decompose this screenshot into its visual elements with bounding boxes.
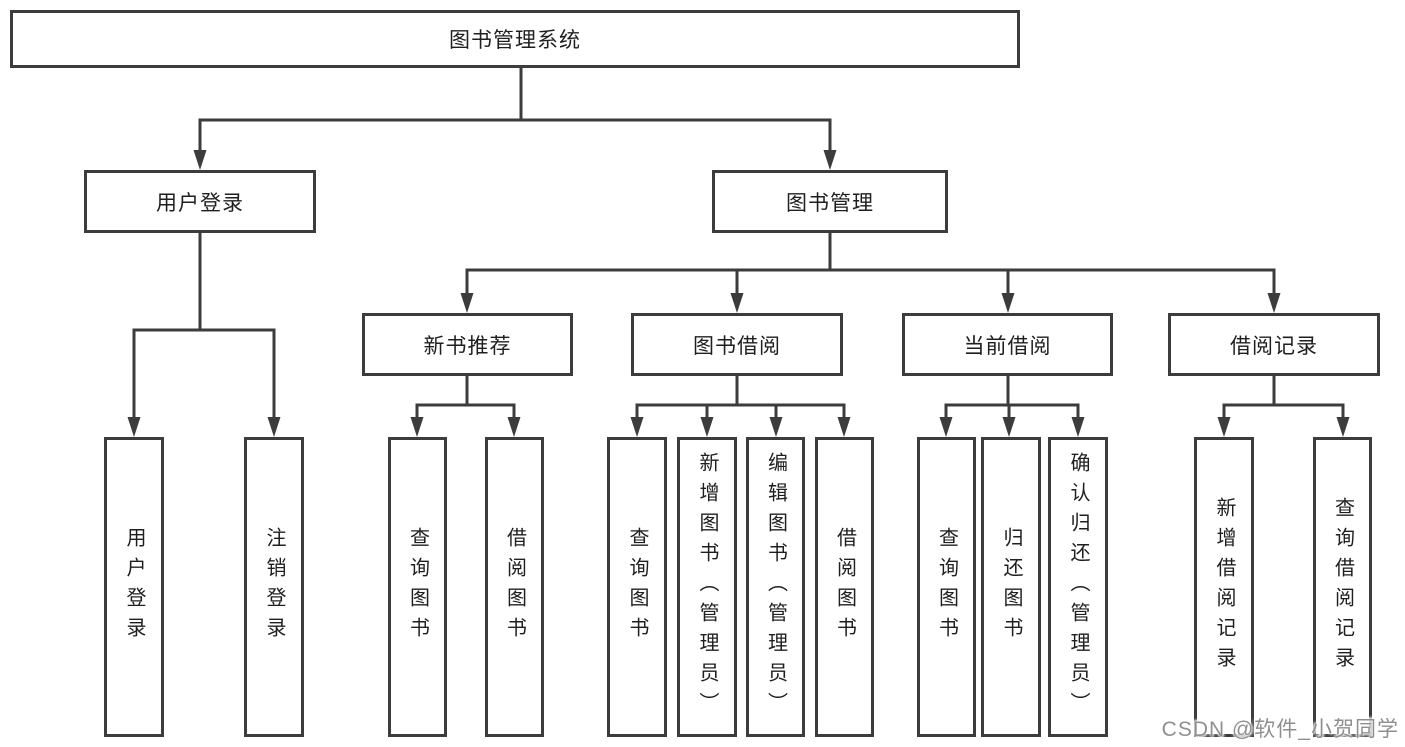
node-root: 图书管理系统 [10,10,1020,68]
node-borrow-records: 借阅记录 [1168,313,1380,376]
leaf-borrow-query-books-label: 查询图书 [626,527,648,647]
leaf-records-query-record-label: 查询借阅记录 [1331,497,1354,677]
leaf-rec-borrow-books: 借阅图书 [485,437,544,737]
node-user-login: 用户登录 [84,170,316,233]
edge-userlogin-to-leaves [132,233,276,420]
node-book-management-label: 图书管理 [786,191,874,215]
node-root-label: 图书管理系统 [449,29,581,52]
leaf-rec-query-books-label: 查询图书 [406,527,429,647]
node-book-borrow-label: 图书借阅 [693,334,781,358]
edge-current-to-leaves [944,376,1080,420]
csdn-watermark: CSDN @软件_小贺同学 [1161,718,1399,741]
edge-records-to-leaves [1222,376,1345,420]
leaf-logout-label: 注销登录 [263,527,285,647]
leaf-current-confirm-return-admin: 确认归还（管理员） [1048,437,1108,737]
leaf-rec-borrow-books-label: 借阅图书 [503,527,526,647]
leaf-borrow-edit-books-admin: 编辑图书（管理员） [746,437,805,737]
leaf-records-add-record: 新增借阅记录 [1194,437,1254,737]
leaf-logout: 注销登录 [244,437,304,737]
node-current-borrow-label: 当前借阅 [963,334,1052,358]
leaf-current-confirm-return-admin-label: 确认归还（管理员） [1067,452,1089,722]
leaf-user-login-label: 用户登录 [123,527,145,647]
leaf-rec-query-books: 查询图书 [388,437,447,737]
leaf-borrow-borrow-books: 借阅图书 [815,437,874,737]
node-new-book-recommend: 新书推荐 [362,313,573,376]
node-new-book-recommend-label: 新书推荐 [423,334,512,358]
node-user-login-label: 用户登录 [156,191,244,215]
leaf-current-query-books: 查询图书 [917,437,976,737]
leaf-borrow-edit-books-admin-label: 编辑图书（管理员） [764,452,787,722]
leaf-user-login: 用户登录 [104,437,164,737]
node-borrow-records-label: 借阅记录 [1230,334,1318,358]
edge-borrow-to-leaves [635,376,846,420]
leaf-borrow-add-books-admin: 新增图书（管理员） [677,437,737,737]
arrowheads [127,150,1350,437]
leaf-records-query-record: 查询借阅记录 [1313,437,1372,737]
leaf-borrow-query-books: 查询图书 [607,437,667,737]
edge-bookmgmt-to-level3 [465,233,1276,296]
node-book-borrow: 图书借阅 [631,313,843,376]
leaf-records-add-record-label: 新增借阅记录 [1213,497,1235,677]
edge-root-to-level2 [198,68,832,153]
leaf-current-query-books-label: 查询图书 [935,527,958,647]
node-current-borrow: 当前借阅 [902,313,1113,376]
leaf-current-return-books-label: 归还图书 [1000,527,1022,647]
edge-newrec-to-leaves [415,376,516,420]
leaf-borrow-add-books-admin-label: 新增图书（管理员） [696,452,718,722]
leaf-current-return-books: 归还图书 [981,437,1041,737]
node-book-management: 图书管理 [712,170,948,233]
leaf-borrow-borrow-books-label: 借阅图书 [833,527,856,647]
